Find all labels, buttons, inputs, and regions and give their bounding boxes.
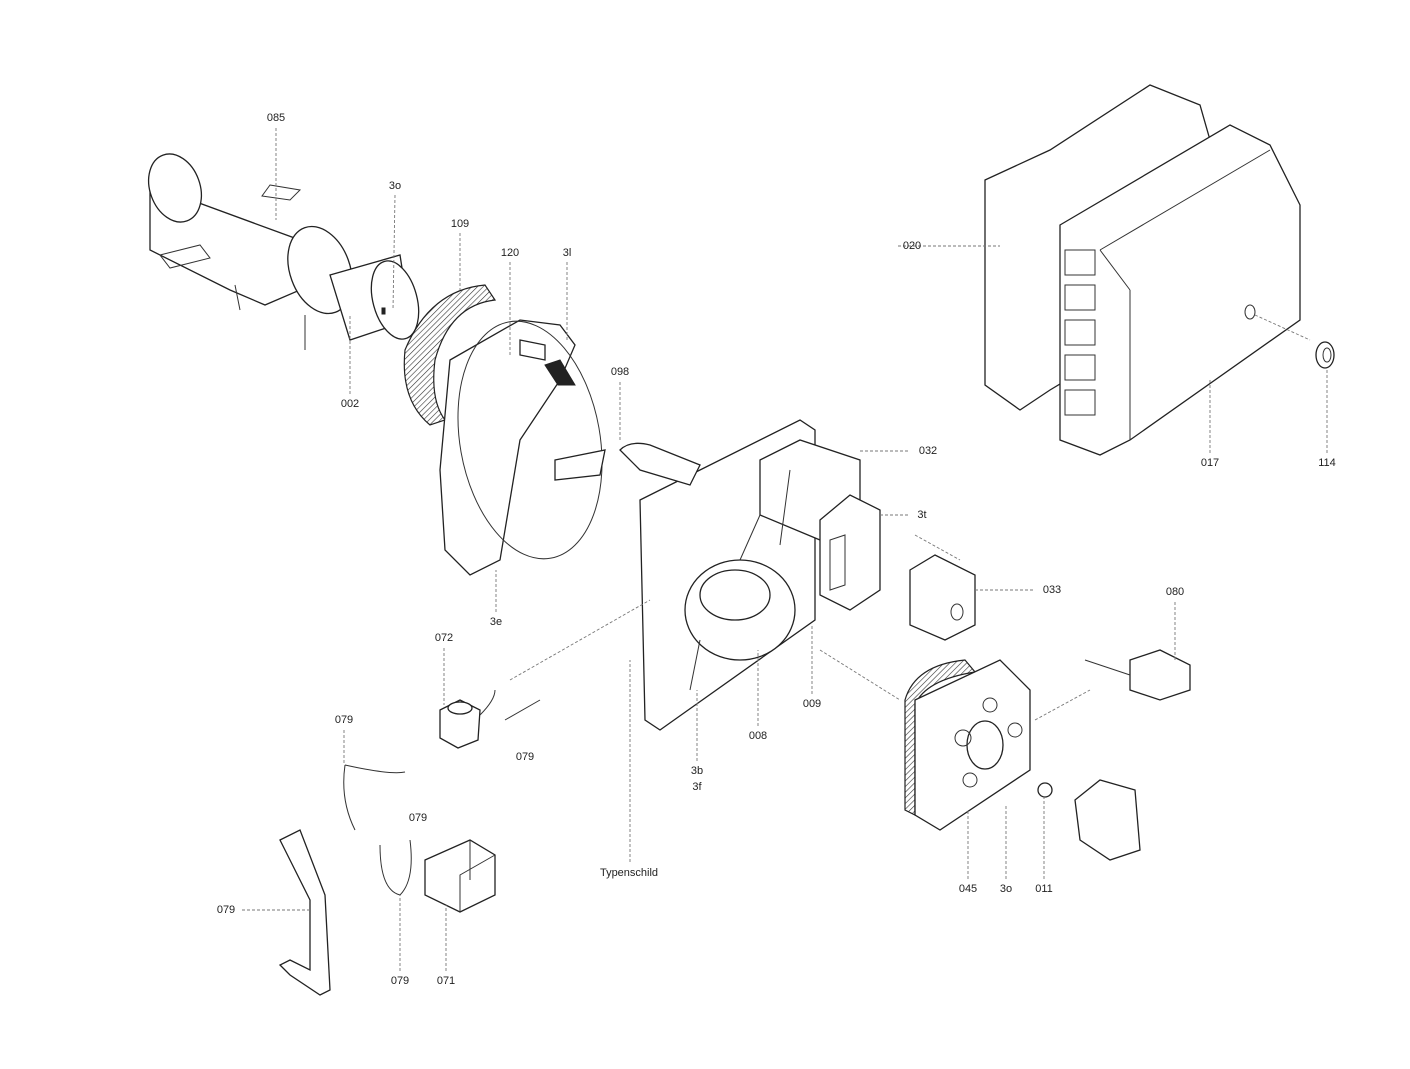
part-label: 072	[434, 632, 454, 644]
part-label: 3o	[388, 180, 402, 192]
part-label: 3e	[489, 616, 503, 628]
part-label: 071	[436, 975, 456, 987]
cover-017	[1059, 124, 1301, 456]
solenoid-valve-072	[439, 689, 541, 749]
gasket-109	[403, 284, 497, 426]
part-label: 002	[340, 398, 360, 410]
part-label: 079	[334, 714, 354, 726]
photocell-080	[1084, 649, 1191, 701]
part-label: 045	[958, 883, 978, 895]
part-label: 085	[266, 112, 286, 124]
part-label: 098	[610, 366, 630, 378]
part-label: 3l	[562, 247, 572, 259]
bracket-079	[278, 829, 331, 996]
oil-line-079	[343, 764, 406, 831]
part-label: 008	[748, 730, 768, 742]
part-label: 079	[408, 812, 428, 824]
part-label: 109	[450, 218, 470, 230]
part-label: 020	[902, 240, 922, 252]
part-label: 079	[216, 904, 236, 916]
grommet-114	[1315, 341, 1335, 369]
part-label: 120	[500, 247, 520, 259]
oil-pump	[1037, 779, 1141, 861]
part-label: 011	[1035, 883, 1053, 895]
part-label: 009	[802, 698, 822, 710]
part-label: 079	[515, 751, 535, 763]
leader-lines	[242, 128, 1328, 971]
part-label: 079	[390, 975, 410, 987]
fan-housing-120	[439, 319, 603, 576]
part-label: 114	[1318, 457, 1336, 469]
part-label: 033	[1042, 584, 1062, 596]
control-box-3t	[819, 494, 881, 611]
cover-033	[909, 554, 976, 641]
part-label: 3b	[690, 765, 704, 777]
air-box-045	[904, 659, 1031, 831]
coil-071	[424, 839, 496, 913]
part-label: 3t	[917, 509, 927, 521]
motor-008	[684, 559, 796, 691]
part-label: 080	[1165, 586, 1185, 598]
blast-tube-085	[147, 153, 353, 350]
part-label: 032	[918, 445, 938, 457]
part-label: 017	[1200, 457, 1220, 469]
type-plate-label: Typenschild	[599, 867, 659, 879]
part-098	[554, 449, 606, 481]
part-label: 3f	[692, 781, 702, 793]
oil-line-079-lower	[379, 839, 412, 896]
part-label: 3o	[999, 883, 1013, 895]
